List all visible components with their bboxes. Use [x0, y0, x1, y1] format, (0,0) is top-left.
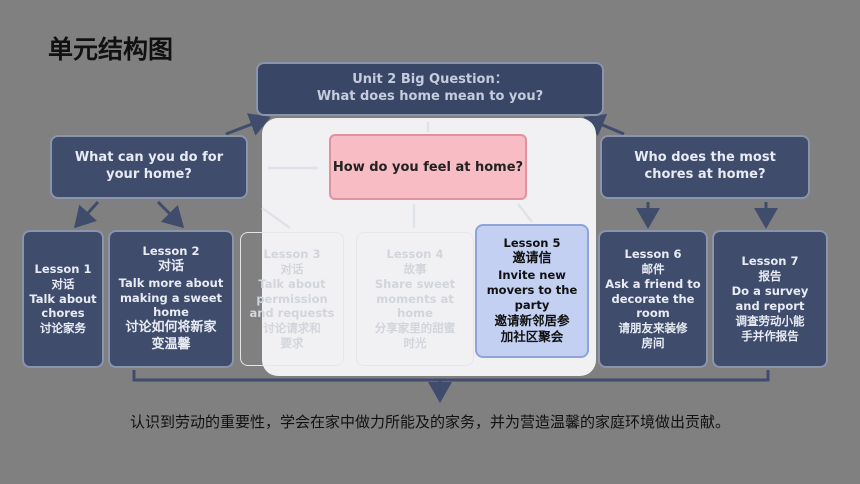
- lesson-2-line: making a sweet: [119, 290, 223, 305]
- lesson-6-line: room: [636, 306, 670, 321]
- lesson-3-line: 要求: [280, 336, 304, 351]
- question-left-box: What can you do for your home?: [50, 135, 248, 199]
- center-question-box: How do you feel at home?: [329, 134, 527, 200]
- faded-arrow-lesson3: [261, 206, 291, 230]
- big-question-line1: Unit 2 Big Question：: [352, 72, 508, 88]
- lesson-3-box: Lesson 3 对话 Talk about permission and re…: [240, 232, 344, 366]
- lesson-1-line: Talk about: [29, 291, 97, 306]
- lesson-6-line: 房间: [641, 336, 665, 351]
- center-question-text: How do you feel at home?: [332, 159, 524, 175]
- summary-bracket: [132, 370, 770, 382]
- lesson-2-line: 对话: [157, 258, 184, 274]
- lesson-7-line: 调查劳动小能: [735, 313, 805, 328]
- lesson-3-line: 对话: [280, 261, 304, 276]
- lesson-2-box: Lesson 2 对话 Talk more about making a swe…: [108, 230, 234, 368]
- lesson-6-line: 请朋友来装修: [618, 321, 688, 336]
- lesson-7-line: 报告: [758, 269, 782, 284]
- arrow-to-lesson1: [73, 200, 100, 229]
- lesson-4-label: Lesson 4: [386, 246, 444, 261]
- question-left-text: What can you do for your home?: [74, 150, 224, 182]
- lesson-5-line: movers to the: [486, 283, 578, 298]
- page-title: 单元结构图: [48, 35, 174, 64]
- lesson-6-line: decorate the: [611, 291, 695, 306]
- lesson-1-line: chores: [41, 306, 85, 321]
- lesson-5-line: 邀请新邻居参: [494, 313, 570, 329]
- lesson-4-line: 分享家里的甜蜜: [374, 321, 456, 336]
- big-question-box: Unit 2 Big Question： What does home mean…: [256, 62, 604, 116]
- arrow-left-to-top: [225, 113, 271, 136]
- lesson-2-line: 变温馨: [151, 337, 191, 353]
- lesson-3-label: Lesson 3: [263, 246, 321, 261]
- lesson-6-box: Lesson 6 邮件 Ask a friend to decorate the…: [598, 230, 708, 368]
- lesson-3-line: and requests: [249, 306, 335, 321]
- lesson-6-label: Lesson 6: [624, 246, 682, 261]
- arrow-to-lesson2: [156, 200, 185, 229]
- lesson-3-line: Talk about: [258, 276, 326, 291]
- lesson-5-line: party: [514, 298, 550, 313]
- lesson-2-line: Talk more about: [118, 275, 224, 290]
- summary-text: 认识到劳动的重要性，学会在家中做力所能及的家务，并为营造温馨的家庭环境做出贡献。: [129, 413, 730, 431]
- big-question-line2: What does home mean to you?: [316, 89, 544, 104]
- lesson-5-line: Invite new: [498, 268, 566, 283]
- lesson-2-label: Lesson 2: [142, 243, 200, 258]
- lesson-2-line: 讨论如何将新家: [125, 320, 217, 336]
- lesson-4-line: home: [397, 306, 433, 321]
- lesson-4-box: Lesson 4 故事 Share sweet moments at home …: [356, 232, 474, 366]
- lesson-3-line: permission: [256, 291, 328, 306]
- lesson-1-line: 讨论家务: [40, 321, 86, 336]
- lesson-1-box: Lesson 1 对话 Talk about chores 讨论家务: [22, 230, 104, 368]
- lesson-7-label: Lesson 7: [741, 254, 799, 269]
- lesson-1-line: 对话: [51, 276, 75, 291]
- lesson-7-line: Do a survey: [731, 284, 809, 299]
- question-right-text: Who does the most chores at home?: [634, 150, 776, 182]
- lesson-3-line: 讨论请求和: [263, 321, 321, 336]
- lesson-7-line: 手并作报告: [741, 328, 799, 343]
- lesson-5-line: 邀请信: [512, 251, 552, 267]
- lesson-7-line: and report: [735, 299, 805, 313]
- lesson-4-line: 故事: [403, 261, 427, 276]
- lesson-5-label: Lesson 5: [503, 236, 561, 251]
- lesson-7-box: Lesson 7 报告 Do a survey and report 调查劳动小…: [712, 230, 828, 368]
- lesson-4-line: Share sweet: [374, 276, 456, 291]
- lesson-4-line: 时光: [403, 336, 427, 351]
- lesson-5-line: 加社区聚会: [500, 329, 564, 345]
- lesson-2-line: home: [153, 305, 189, 320]
- arrow-right-to-top: [583, 113, 625, 137]
- lesson-4-line: moments at: [376, 291, 454, 306]
- faded-arrow-lesson5: [517, 203, 533, 223]
- lesson-6-line: Ask a friend to: [605, 276, 701, 291]
- lesson-5-box: Lesson 5 邀请信 Invite new movers to the pa…: [475, 224, 589, 358]
- question-right-box: Who does the most chores at home?: [600, 135, 810, 199]
- lesson-1-label: Lesson 1: [34, 261, 92, 276]
- lesson-6-line: 邮件: [641, 261, 665, 276]
